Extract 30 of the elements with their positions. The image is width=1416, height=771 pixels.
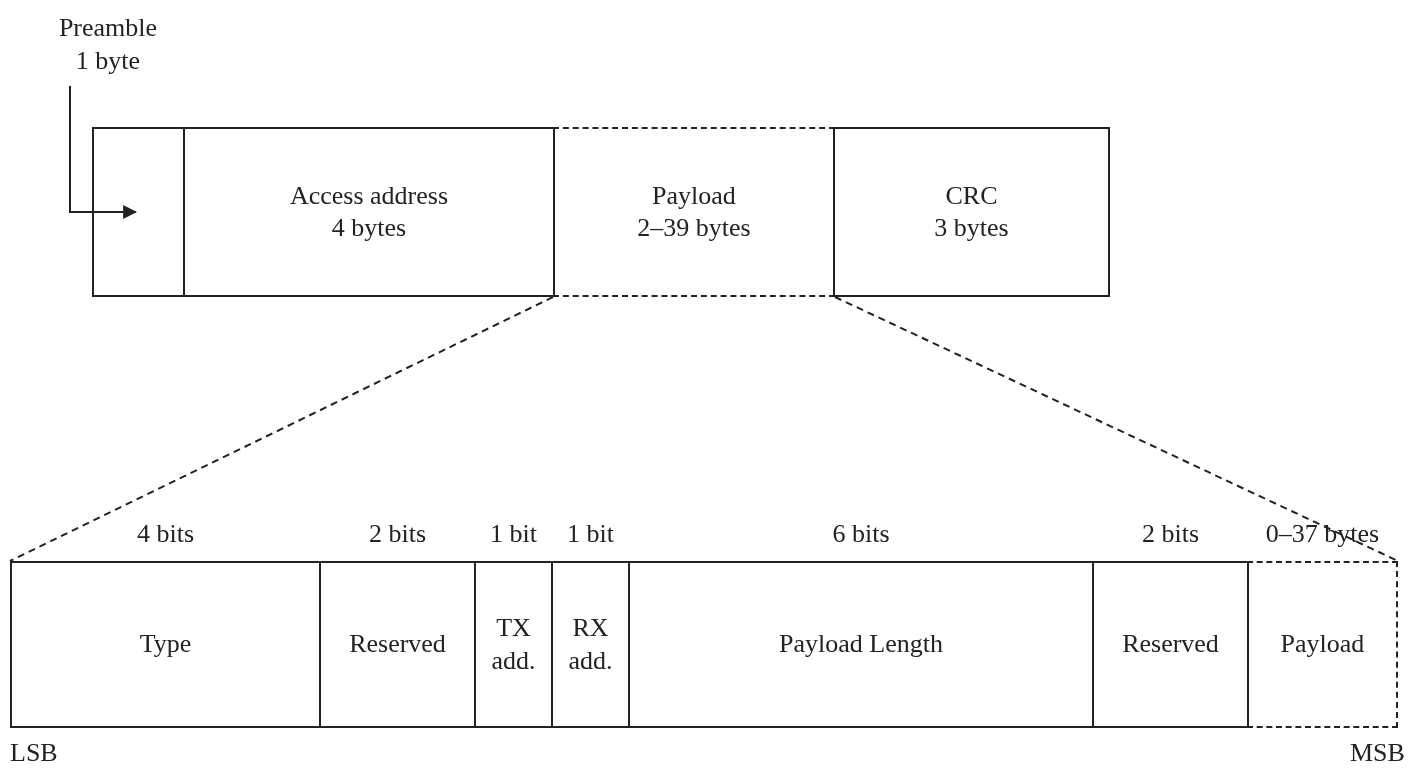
- packet-field: [833, 127, 1110, 297]
- bit-order-label: MSB: [1350, 737, 1405, 769]
- projection-line: [834, 296, 1399, 562]
- field-name-text: Preamble 1 byte: [58, 12, 158, 86]
- field-size-label: 6 bits: [831, 519, 891, 549]
- packet-field: [92, 127, 185, 297]
- field-size-label: 0–37 bytes: [1264, 519, 1381, 549]
- field-name: Reserved: [1122, 628, 1219, 661]
- field-name: Payload: [1280, 628, 1365, 661]
- arrow: [69, 85, 138, 219]
- field-name: Reserved: [349, 628, 446, 661]
- field-size-label: 1 bit: [489, 519, 538, 549]
- field-size-label: 2 bits: [367, 519, 428, 549]
- field-size-label: 4 bits: [135, 519, 196, 549]
- field-name: TX add.: [490, 612, 537, 677]
- field-size-label: 1 bit: [566, 519, 615, 549]
- field-name: Type: [139, 628, 192, 661]
- field-name: CRC: [945, 179, 998, 212]
- field-name: RX add.: [567, 612, 614, 677]
- field-size: 3 bytes: [934, 212, 1009, 244]
- field-name: Payload: [652, 179, 736, 212]
- field-size: 2–39 bytes: [637, 212, 751, 244]
- field-size-label: 2 bits: [1140, 519, 1201, 549]
- field-name: Payload Length: [779, 628, 943, 661]
- field-name: Access address: [289, 179, 449, 212]
- packet-field: [183, 127, 555, 297]
- projection-line: [9, 296, 554, 562]
- bit-order-label: LSB: [10, 737, 58, 769]
- packet-field: [553, 127, 835, 297]
- field-size: 4 bytes: [331, 212, 407, 244]
